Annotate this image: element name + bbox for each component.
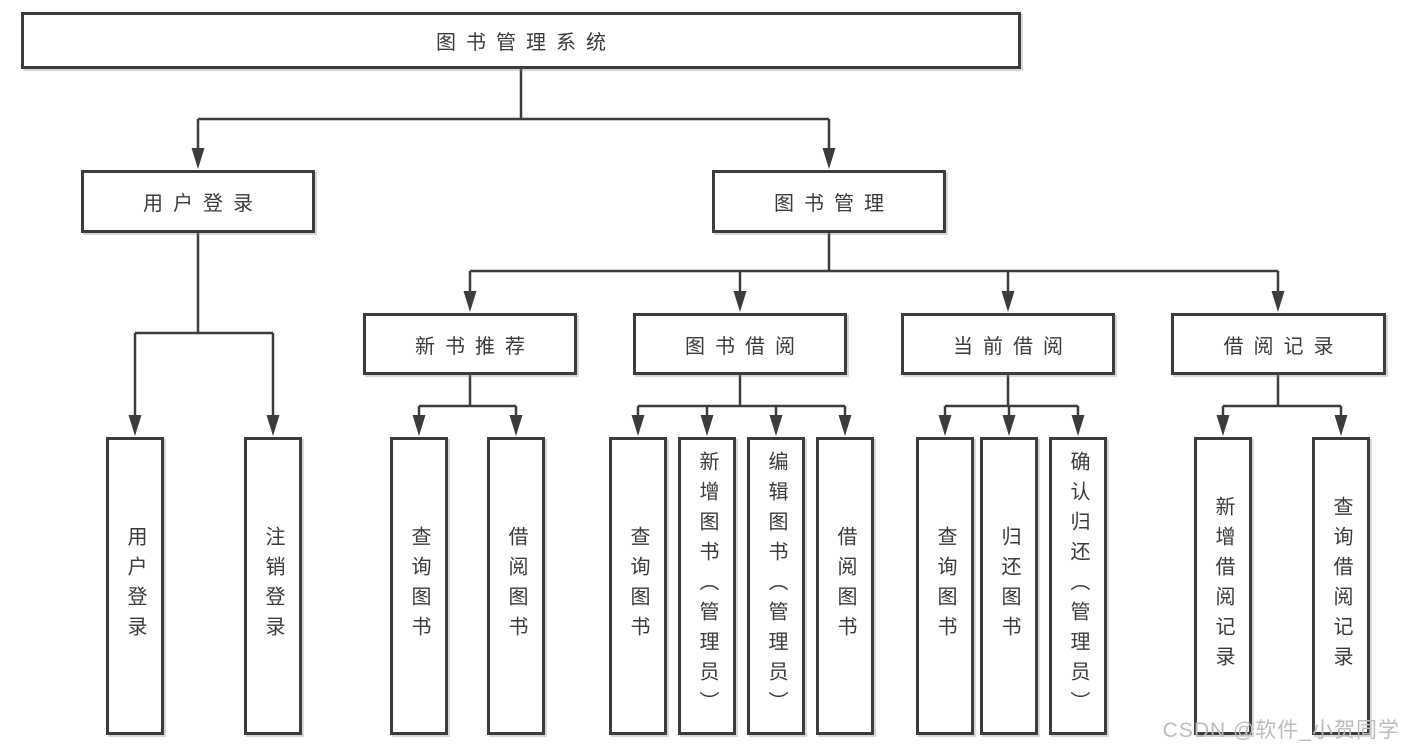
- connector-bookmgmt-branch: [468, 233, 1280, 293]
- node-label: 确认归还（管理员）: [1067, 451, 1089, 721]
- node-label: 查询图书: [408, 526, 430, 646]
- arrowheads-level3: [463, 291, 1285, 312]
- node-label: 当前借阅: [953, 335, 1073, 358]
- node-label: 查询借阅记录: [1330, 496, 1352, 676]
- connector-borrow-branch: [636, 375, 847, 418]
- node-label: 图书借阅: [685, 335, 805, 358]
- leaf-query-books-borrow: 查询图书: [609, 437, 667, 735]
- leaf-query-borrow-record: 查询借阅记录: [1312, 437, 1370, 735]
- leaf-query-books-recommend: 查询图书: [390, 437, 448, 735]
- leaf-add-book-admin: 新增图书（管理员）: [678, 437, 736, 735]
- node-label: 查询图书: [627, 526, 649, 646]
- node-label: 归还图书: [998, 526, 1020, 646]
- leaf-edit-book-admin: 编辑图书（管理员）: [747, 437, 805, 735]
- connector-root-branch: [196, 69, 831, 150]
- node-label: 注销登录: [262, 526, 284, 646]
- node-label: 查询图书: [934, 526, 956, 646]
- node-book-borrowing: 图书借阅: [633, 313, 847, 375]
- leaf-borrow-books-recommend: 借阅图书: [487, 437, 545, 735]
- node-label: 编辑图书（管理员）: [765, 451, 787, 721]
- leaf-user-login: 用户登录: [106, 437, 164, 735]
- arrowheads-level2: [191, 148, 836, 169]
- node-label: 借阅记录: [1223, 335, 1344, 358]
- watermark-text: CSDN @软件_小贺同学: [1162, 719, 1400, 742]
- node-current-borrowing: 当前借阅: [901, 313, 1115, 375]
- node-library-system: 图书管理系统: [21, 12, 1021, 69]
- arrowheads-login-leaves: [128, 415, 280, 436]
- node-label: 借阅图书: [834, 526, 856, 646]
- node-label: 用户登录: [143, 193, 263, 215]
- leaf-query-books-current: 查询图书: [916, 437, 974, 735]
- node-borrow-records: 借阅记录: [1171, 313, 1386, 375]
- connector-current-branch: [943, 375, 1080, 418]
- node-label: 新增图书（管理员）: [696, 451, 718, 721]
- connector-recommend-branch: [417, 375, 518, 418]
- node-label: 图书管理系统: [436, 32, 616, 54]
- node-label: 新书推荐: [415, 335, 535, 358]
- leaf-return-book: 归还图书: [980, 437, 1038, 735]
- node-label: 新增借阅记录: [1212, 496, 1234, 676]
- leaf-borrow-books: 借阅图书: [816, 437, 874, 735]
- node-label: 借阅图书: [505, 526, 527, 646]
- leaf-logout: 注销登录: [244, 437, 302, 735]
- node-label: 用户登录: [124, 526, 146, 646]
- node-label: 图书管理: [774, 193, 894, 215]
- node-new-book-recommend: 新书推荐: [363, 313, 577, 375]
- node-book-management: 图书管理: [712, 170, 946, 233]
- connector-records-branch: [1221, 375, 1343, 418]
- arrowheads-leaves: [412, 415, 1348, 436]
- leaf-confirm-return-admin: 确认归还（管理员）: [1049, 437, 1107, 735]
- leaf-add-borrow-record: 新增借阅记录: [1194, 437, 1252, 735]
- connector-login-branch: [133, 233, 275, 418]
- node-user-login: 用户登录: [81, 170, 315, 233]
